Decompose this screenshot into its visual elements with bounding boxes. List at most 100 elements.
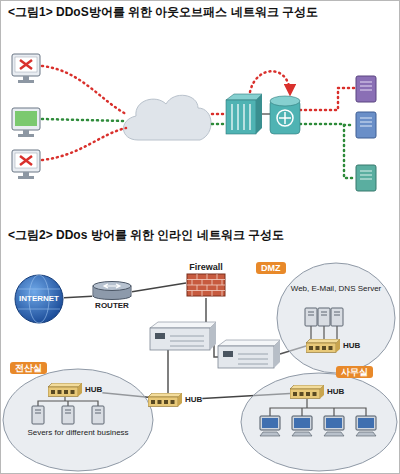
hub-icon (58, 390, 62, 394)
ddos-appliance (238, 354, 268, 364)
client-monitor (20, 156, 32, 165)
router-node: ROUTER (92, 280, 132, 310)
server-icon (331, 308, 343, 326)
hub-icon (322, 346, 326, 350)
hub-icon (148, 397, 178, 407)
hub-icon (48, 387, 78, 397)
ddos-appliance (218, 340, 280, 368)
server-icon (65, 410, 71, 413)
zone-ellipse (241, 373, 397, 471)
hub-icon (306, 343, 336, 353)
firewall-icon (186, 273, 226, 297)
pc-icon (294, 418, 310, 428)
pc-icon (356, 416, 376, 430)
server-tower (356, 165, 376, 191)
firewall-icon (187, 279, 225, 280)
hub-icon (164, 400, 168, 404)
office-zone: 사무실HUB (240, 372, 398, 472)
hub-node: HUB (290, 384, 344, 400)
hub-icon (320, 385, 324, 399)
server-icon (92, 406, 104, 424)
hub-icon (158, 400, 162, 404)
client-monitor (15, 57, 37, 72)
firewall-icon (187, 285, 225, 286)
firewall-icon (197, 285, 198, 291)
firewall-icon (222, 291, 223, 297)
figure-title: <그림2> DDos 방어를 위한 인라인 네트워크 구성도 (8, 229, 284, 243)
zone-ellipse (260, 399, 376, 436)
router-device (270, 96, 300, 134)
firewall-icon (217, 285, 218, 291)
traffic-lines (42, 66, 354, 178)
client-monitor (12, 108, 40, 130)
server-icon (62, 406, 74, 424)
zone-ellipse (305, 308, 343, 339)
client-monitor (18, 134, 34, 137)
hub-node: HUB (148, 392, 202, 408)
server-tower (356, 112, 376, 138)
server-tower (356, 76, 376, 102)
router-device (279, 112, 291, 124)
pc-icon (358, 418, 374, 428)
firewall-icon (192, 291, 193, 297)
firewall-icon (207, 274, 208, 280)
hub-node: HUB (306, 338, 360, 354)
firewall-icon (197, 274, 198, 280)
router-icon (92, 280, 132, 300)
node-label: Firewall (189, 262, 223, 272)
firewall-icon (202, 291, 203, 297)
network-wire (38, 397, 98, 406)
zone-tag: 전산실 (10, 362, 47, 374)
pc-icon (260, 432, 280, 436)
node-label: HUB (85, 385, 102, 394)
network-wire (323, 326, 324, 339)
firewall-icon (222, 280, 223, 286)
hub-icon (290, 385, 324, 389)
ddos-appliance (210, 322, 216, 350)
hub-icon (64, 390, 68, 394)
node-label: Web, E-Mail, DNS Server (286, 284, 386, 293)
ddos-appliance (218, 340, 280, 346)
hub-icon (300, 392, 304, 396)
node-label: HUB (185, 395, 202, 404)
zone-ellipse (32, 397, 104, 424)
router-icon (104, 284, 120, 288)
network-wire (310, 326, 311, 339)
client-monitor (15, 111, 37, 126)
node-label: INTERNET (19, 294, 59, 303)
server-icon (321, 312, 327, 315)
ddos-appliance (226, 100, 256, 134)
device-link (262, 113, 270, 115)
hub-icon (78, 383, 82, 397)
hub-icon (293, 392, 297, 396)
pc-icon (260, 416, 280, 430)
ddos-appliance (150, 322, 216, 328)
server-icon (35, 410, 41, 413)
hub-icon (290, 389, 320, 399)
zone-tag: 사무실 (336, 366, 373, 378)
node-label: ROUTER (95, 301, 129, 310)
traffic-lines (212, 113, 226, 116)
hub-icon (306, 339, 340, 353)
hub-node: HUB (48, 382, 102, 398)
ddos-appliance (274, 340, 280, 368)
client-monitor (23, 76, 29, 80)
hub-icon (148, 393, 182, 397)
firewall-icon (187, 290, 225, 291)
server-tower (356, 165, 376, 191)
figure-title: <그림1> DDoS방어를 위한 아웃오브패스 네트워크 구성도 (8, 6, 318, 20)
client-monitor (18, 80, 34, 83)
firewall-icon (187, 274, 225, 296)
server-icon (32, 406, 44, 424)
pc-icon (326, 418, 342, 428)
hub-icon (290, 385, 324, 399)
traffic-lines (42, 128, 126, 160)
client-monitor (12, 150, 40, 179)
server-tower (360, 171, 372, 179)
ddos-appliance (218, 346, 274, 368)
hub-icon (171, 400, 175, 404)
router-device (270, 96, 300, 106)
traffic-lines (344, 124, 354, 127)
